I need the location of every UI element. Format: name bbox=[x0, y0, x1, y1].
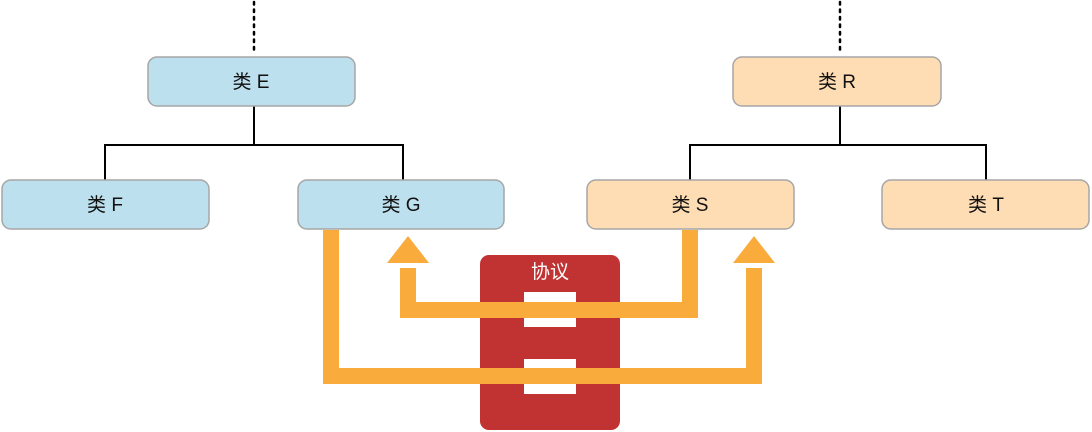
class-node-f[interactable]: 类 F bbox=[1, 179, 210, 230]
class-node-t-label: 类 T bbox=[968, 194, 1004, 216]
class-node-g-label: 类 G bbox=[381, 194, 420, 216]
protocol-label: 协议 bbox=[531, 261, 569, 283]
class-node-e[interactable]: 类 E bbox=[147, 56, 356, 107]
class-node-s[interactable]: 类 S bbox=[586, 179, 795, 230]
class-node-f-label: 类 F bbox=[87, 194, 123, 216]
class-node-t[interactable]: 类 T bbox=[881, 179, 1090, 230]
tree-connector-e bbox=[104, 144, 404, 180]
protocol-slot-lower-band bbox=[524, 368, 576, 384]
protocol-block[interactable] bbox=[480, 255, 620, 430]
arrowhead-s bbox=[733, 236, 775, 263]
tree-connector-r bbox=[689, 144, 987, 180]
arrowhead-g bbox=[387, 236, 429, 263]
class-node-r[interactable]: 类 R bbox=[732, 56, 942, 107]
class-node-g[interactable]: 类 G bbox=[297, 179, 505, 230]
protocol-slot-upper-band bbox=[524, 302, 576, 318]
class-node-r-label: 类 R bbox=[818, 71, 856, 93]
class-node-e-label: 类 E bbox=[233, 71, 270, 93]
class-node-s-label: 类 S bbox=[672, 194, 709, 216]
